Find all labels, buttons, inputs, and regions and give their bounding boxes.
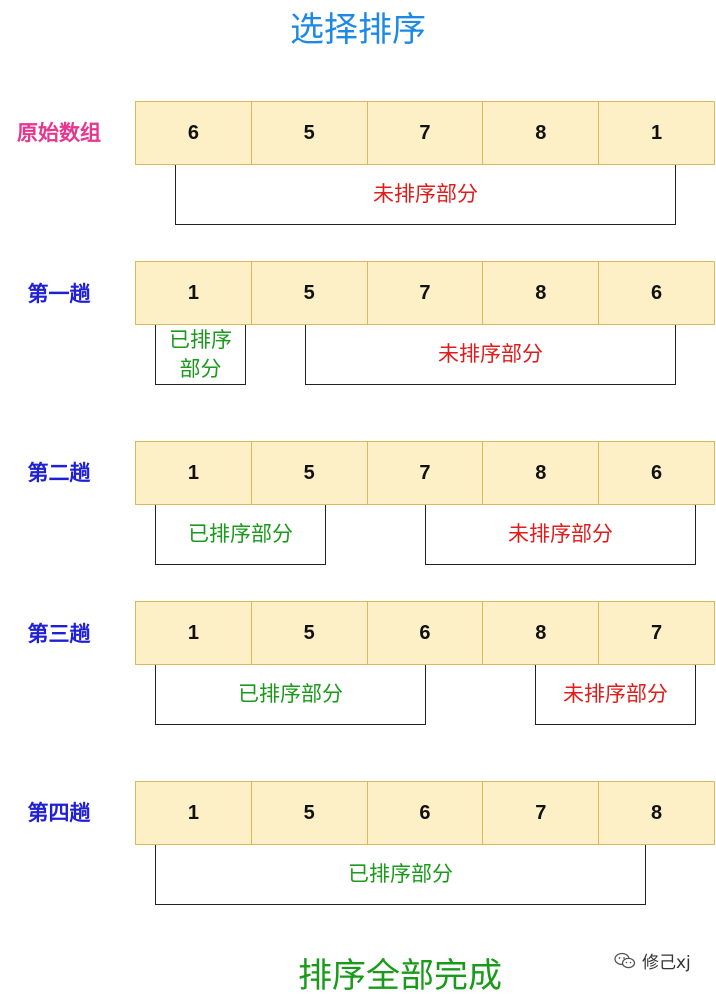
array-pass-4: 1 5 6 7 8 xyxy=(135,781,715,845)
array-cell: 5 xyxy=(250,261,368,325)
row-label-pass-3: 第三趟 xyxy=(27,622,91,646)
array-cell: 1 xyxy=(135,601,252,665)
unsorted-region-box: 未排序部分 xyxy=(425,505,696,565)
watermark: 修己xj xyxy=(614,948,691,973)
array-cell: 5 xyxy=(250,441,368,505)
array-cell: 5 xyxy=(250,781,368,845)
array-original: 6 5 7 8 1 xyxy=(135,101,715,165)
array-cell: 8 xyxy=(598,781,715,845)
array-cell: 6 xyxy=(598,441,715,505)
unsorted-region-box: 未排序部分 xyxy=(535,665,696,725)
row-label-pass-1: 第一趟 xyxy=(27,282,91,306)
array-cell: 7 xyxy=(598,601,715,665)
array-pass-1: 1 5 7 8 6 xyxy=(135,261,715,325)
array-pass-3: 1 5 6 8 7 xyxy=(135,601,715,665)
array-cell: 8 xyxy=(482,601,600,665)
row-label-pass-4: 第四趟 xyxy=(27,801,91,825)
array-cell: 1 xyxy=(135,781,252,845)
sorted-region-box: 已排序部分 xyxy=(155,325,246,385)
completion-caption: 排序全部完成 xyxy=(298,956,502,996)
sorted-region-box: 已排序部分 xyxy=(155,505,326,565)
diagram-title: 选择排序 xyxy=(290,10,426,50)
array-cell: 6 xyxy=(598,261,715,325)
array-cell: 8 xyxy=(482,261,600,325)
unsorted-region-box: 未排序部分 xyxy=(305,325,676,385)
array-cell: 5 xyxy=(250,601,368,665)
array-cell: 8 xyxy=(482,441,600,505)
row-label-pass-2: 第二趟 xyxy=(27,461,91,485)
array-cell: 5 xyxy=(250,101,368,165)
array-cell: 8 xyxy=(482,101,600,165)
sorted-region-box: 已排序部分 xyxy=(155,665,426,725)
wechat-icon xyxy=(614,952,636,968)
unsorted-region-box: 未排序部分 xyxy=(175,165,676,225)
array-pass-2: 1 5 7 8 6 xyxy=(135,441,715,505)
array-cell: 1 xyxy=(135,441,252,505)
watermark-text: 修己xj xyxy=(642,953,691,973)
array-cell: 7 xyxy=(366,101,484,165)
array-cell: 7 xyxy=(366,261,484,325)
array-cell: 6 xyxy=(366,781,484,845)
array-cell: 7 xyxy=(482,781,600,845)
array-cell: 6 xyxy=(135,101,252,165)
array-cell: 6 xyxy=(366,601,484,665)
sorted-region-box: 已排序部分 xyxy=(155,845,646,905)
array-cell: 1 xyxy=(598,101,715,165)
row-label-original: 原始数组 xyxy=(17,121,101,145)
array-cell: 1 xyxy=(135,261,252,325)
array-cell: 7 xyxy=(366,441,484,505)
